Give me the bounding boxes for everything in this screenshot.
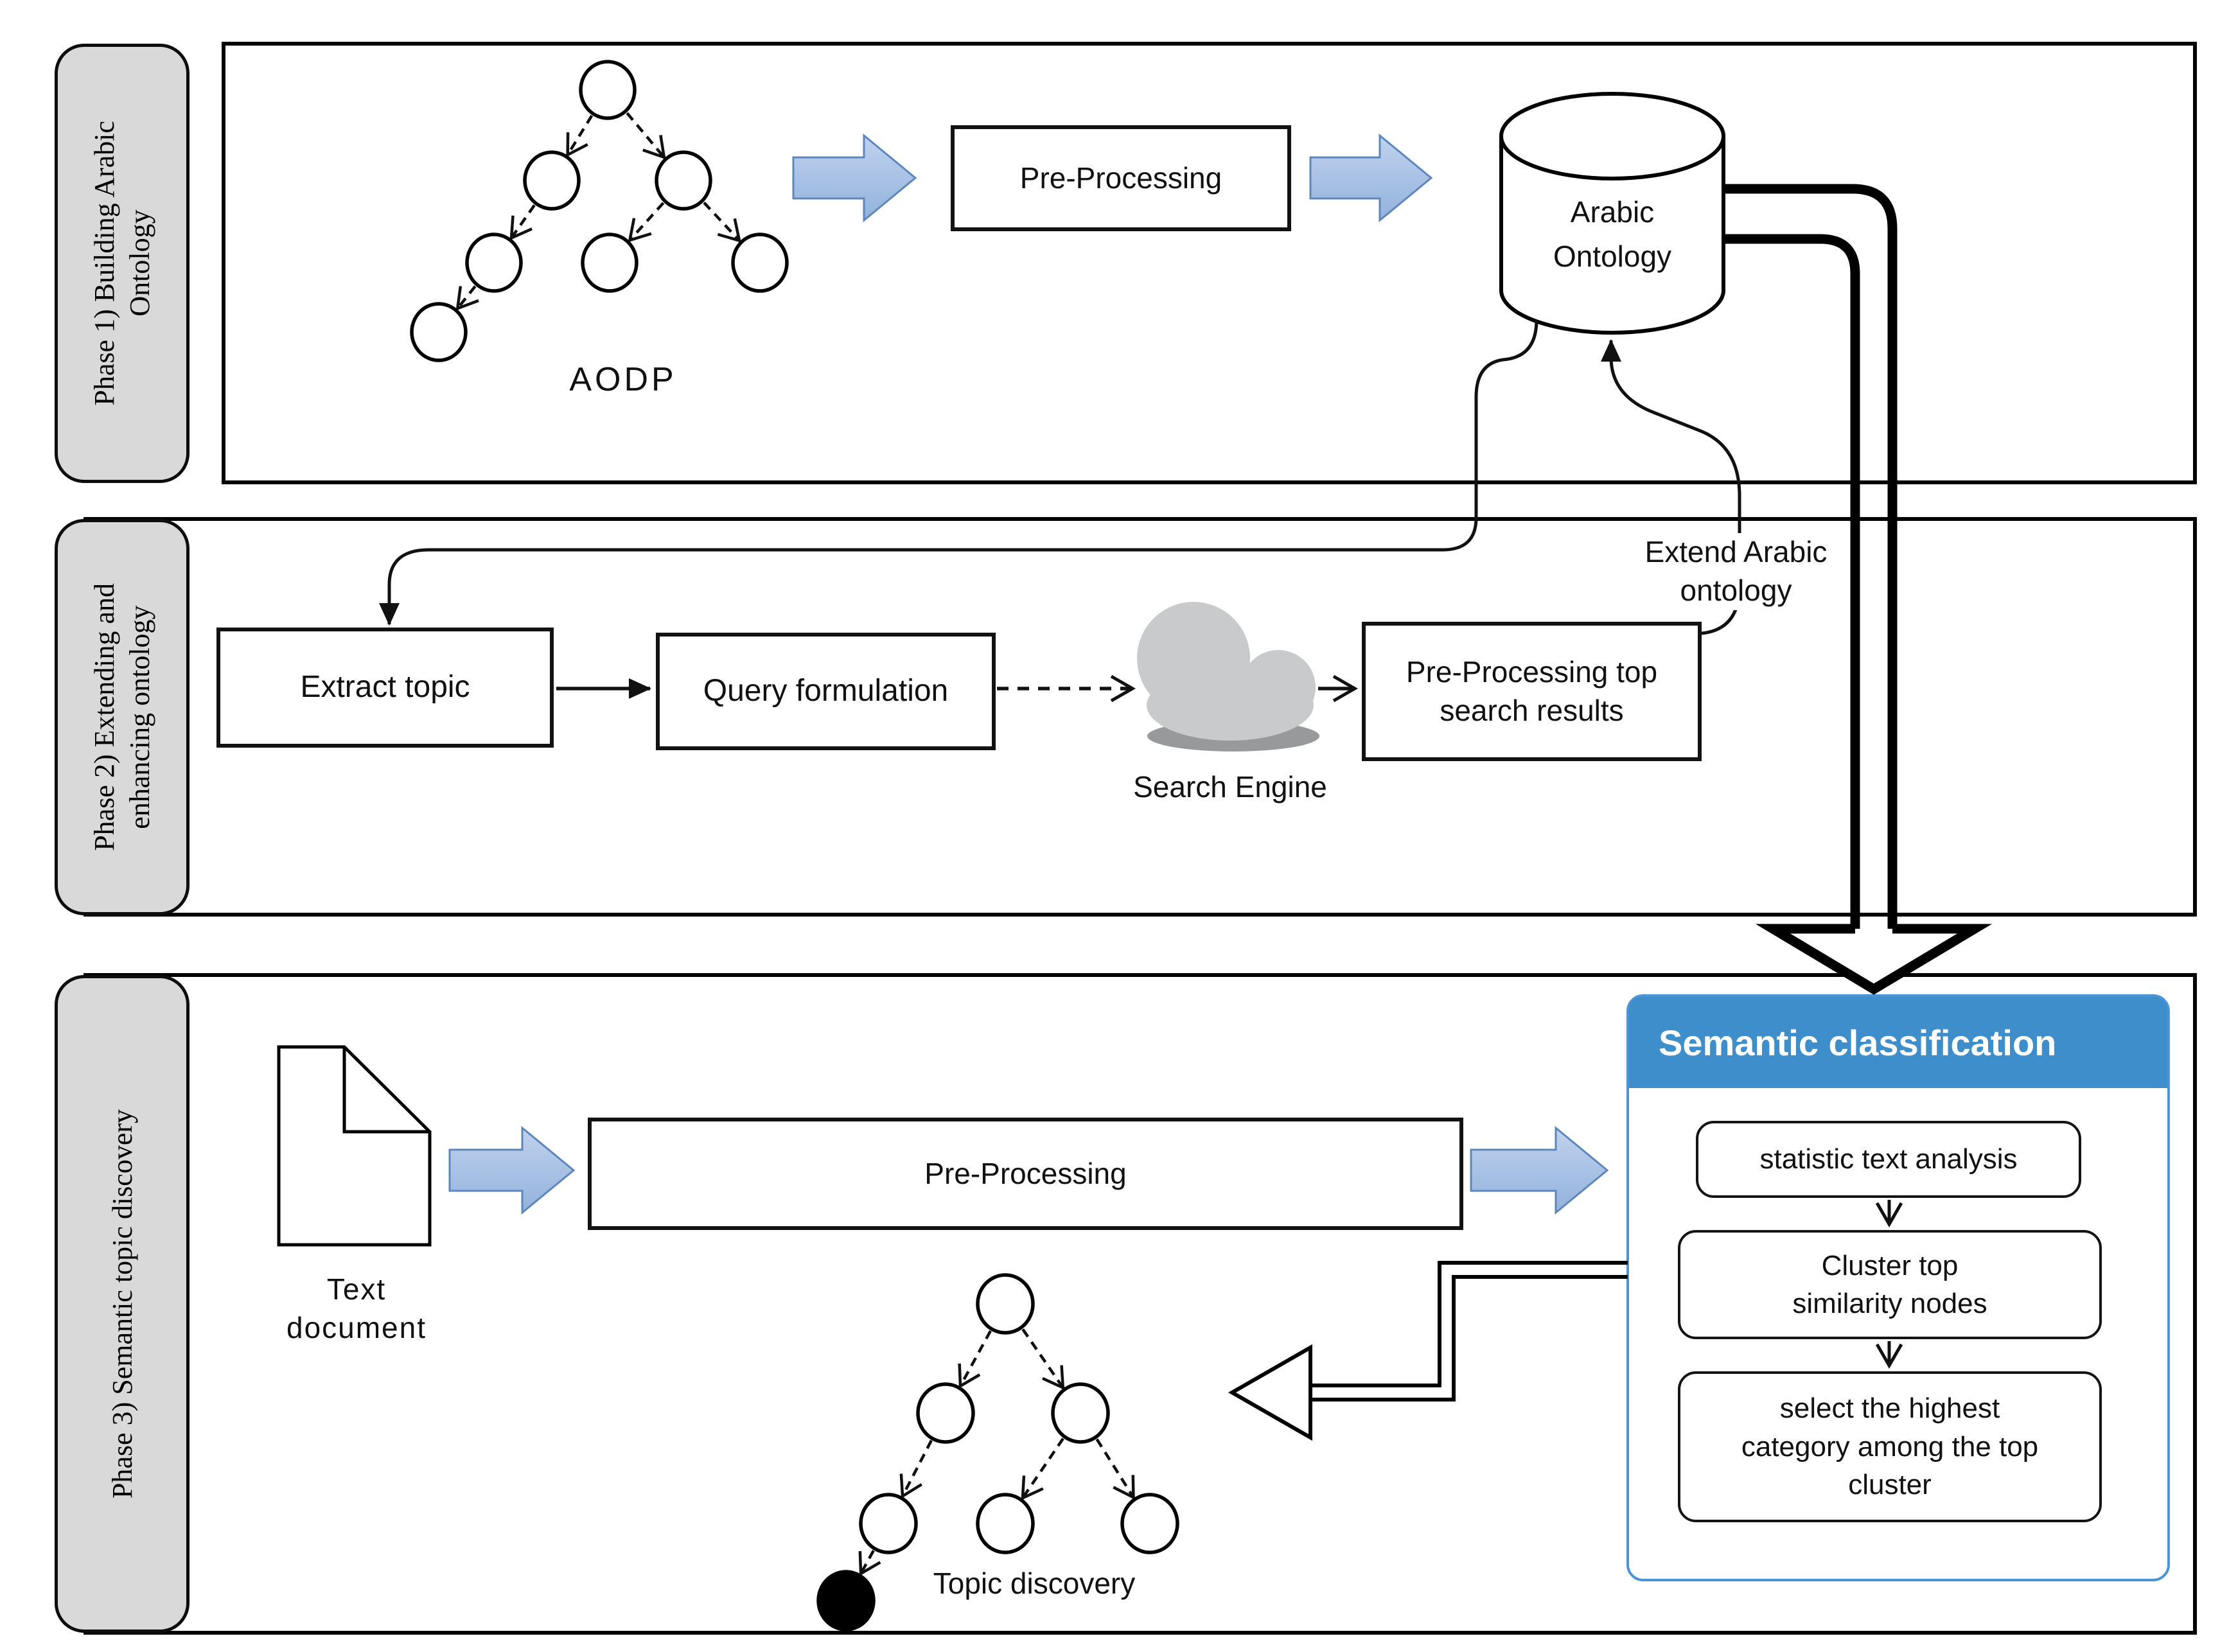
step3-label: select the highest category among the to… <box>1741 1393 2039 1501</box>
tree-edge <box>509 204 536 241</box>
extract-topic-box: Extract topic <box>216 628 554 748</box>
preprocessing-top-results-label: Pre-Processing top search results <box>1405 655 1658 727</box>
tree-node <box>976 1273 1035 1335</box>
block-arrow-aodp-to-preprocessing <box>792 133 917 223</box>
tree-node <box>1051 1382 1110 1444</box>
step-statistic-text-analysis: statistic text analysis <box>1696 1121 2081 1198</box>
phase2-label: Phase 2) Extending and enhancing ontolog… <box>55 519 189 915</box>
tree-edge <box>455 285 479 311</box>
step2-label: Cluster top similarity nodes <box>1792 1249 1987 1319</box>
text-document-label: Text document <box>286 1272 427 1344</box>
tree-edge <box>628 202 665 243</box>
phase1-label: Phase 1) Building Arabic Ontology <box>55 44 189 483</box>
phase1-preprocessing-box: Pre-Processing <box>951 125 1291 231</box>
tree-node <box>731 233 789 293</box>
tree-edge <box>1021 1437 1064 1500</box>
tree-edge <box>1095 1438 1135 1500</box>
query-formulation-label: Query formulation <box>703 674 949 708</box>
query-formulation-box: Query formulation <box>656 633 996 750</box>
search-engine-label: Search Engine <box>1133 770 1327 804</box>
phase3-preprocessing-label: Pre-Processing <box>924 1156 1127 1190</box>
tree-edge <box>566 114 594 157</box>
tree-edge <box>1021 1328 1065 1391</box>
tree-node <box>976 1493 1035 1554</box>
phase1-preprocessing-label: Pre-Processing <box>1019 161 1222 195</box>
hollow-arrow-classification-to-tree <box>1228 1261 1628 1441</box>
cloud-icon <box>1137 602 1319 751</box>
block-arrow-preprocessing-to-ontology <box>1309 133 1433 223</box>
document-icon <box>277 1045 432 1247</box>
step1-label: statistic text analysis <box>1759 1143 2018 1175</box>
block-arrow-preprocessing-to-classification <box>1470 1125 1609 1215</box>
phase3-label: Phase 3) Semantic topic discovery <box>55 975 189 1633</box>
phase1-container <box>222 42 2197 484</box>
step-cluster-top-similarity: Cluster top similarity nodes <box>1678 1230 2102 1339</box>
tree-node <box>410 302 468 362</box>
aodp-tree <box>410 60 789 362</box>
tree-node <box>1120 1493 1179 1554</box>
semantic-classification-header: Semantic classification <box>1629 997 2167 1088</box>
tree-node <box>523 150 581 211</box>
preprocessing-top-results-box: Pre-Processing top search results <box>1362 622 1702 761</box>
tree-node-discovered <box>816 1570 876 1631</box>
tree-edge <box>703 201 741 243</box>
arrow-results-to-ontology-extend <box>1601 339 1741 635</box>
topic-discovery-label: Topic discovery <box>933 1567 1136 1600</box>
extract-topic-label: Extract topic <box>300 670 470 705</box>
tree-node <box>655 150 712 211</box>
tree-node <box>859 1493 918 1554</box>
topic-discovery-tree <box>816 1273 1179 1631</box>
arrow-ontology-to-extract-topic <box>379 319 1538 626</box>
arabic-ontology-label: Arabic Ontology <box>1553 195 1672 273</box>
database-cylinder-icon <box>1499 92 1725 335</box>
tree-edge <box>899 1439 933 1499</box>
block-arrow-document-to-preprocessing <box>448 1125 576 1215</box>
tree-node <box>581 233 639 293</box>
pipe-arrow-ontology-to-classification <box>1724 184 1993 995</box>
tree-edge <box>958 1330 992 1389</box>
extend-arabic-ontology-label: Extend Arabic ontology <box>1622 533 1850 610</box>
tree-edge <box>858 1549 881 1576</box>
tree-node <box>916 1382 975 1444</box>
tree-edge <box>626 112 666 160</box>
tree-node <box>465 233 523 293</box>
aodp-label: AODP <box>569 361 677 398</box>
phase3-preprocessing-box: Pre-Processing <box>588 1118 1463 1230</box>
tree-node <box>579 60 637 120</box>
step-select-highest-category: select the highest category among the to… <box>1678 1371 2102 1522</box>
semantic-classification-title: Semantic classification <box>1659 1022 2057 1063</box>
